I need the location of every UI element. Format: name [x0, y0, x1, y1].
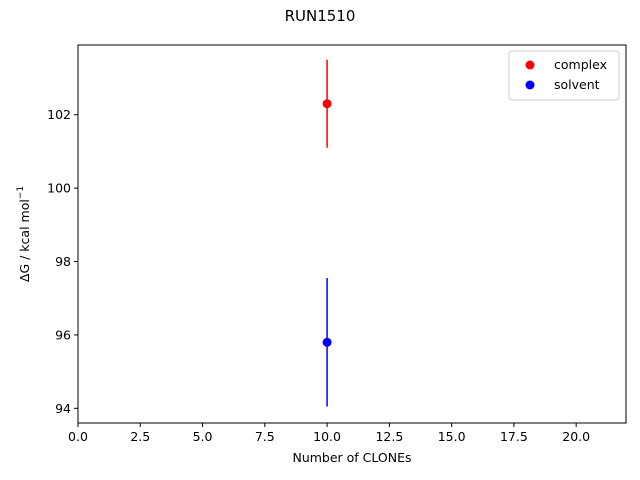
legend-marker-complex	[525, 60, 535, 70]
x-tick-label: 2.5	[130, 429, 150, 444]
legend-marker-solvent	[525, 80, 535, 90]
y-axis-label-main: ΔG / kcal mol	[17, 199, 32, 282]
x-axis: 0.0 2.5 5.0 7.5 10.0 12.5 15.0 17.5 20.0	[68, 423, 590, 444]
y-tick-label: 102	[47, 107, 71, 122]
y-tick-label: 94	[55, 401, 71, 416]
x-tick-label: 15.0	[438, 429, 466, 444]
x-tick-label: 0.0	[68, 429, 88, 444]
plot-area	[77, 44, 627, 424]
x-tick-label: 10.0	[313, 429, 341, 444]
x-tick-label: 20.0	[562, 429, 590, 444]
y-tick-label: 98	[55, 254, 71, 269]
y-axis-label: ΔG / kcal mol−1	[16, 186, 32, 282]
data-marks	[322, 59, 332, 407]
y-tick-label: 96	[55, 327, 71, 342]
chart-title: RUN1510	[285, 7, 356, 25]
data-point-complex	[322, 99, 332, 109]
legend: complex solvent	[508, 50, 620, 101]
legend-label-complex: complex	[554, 57, 607, 72]
x-tick-label: 12.5	[375, 429, 403, 444]
x-tick-label: 17.5	[500, 429, 528, 444]
legend-label-solvent: solvent	[554, 77, 600, 92]
data-point-solvent	[322, 337, 332, 347]
x-tick-label: 7.5	[255, 429, 275, 444]
x-axis-label: Number of CLONEs	[292, 450, 411, 465]
legend-frame	[508, 50, 620, 101]
x-tick-label: 5.0	[193, 429, 213, 444]
y-tick-label: 100	[47, 181, 71, 196]
y-axis: 94 96 98 100 102	[47, 107, 78, 416]
y-axis-label-superscript: −1	[16, 186, 26, 199]
